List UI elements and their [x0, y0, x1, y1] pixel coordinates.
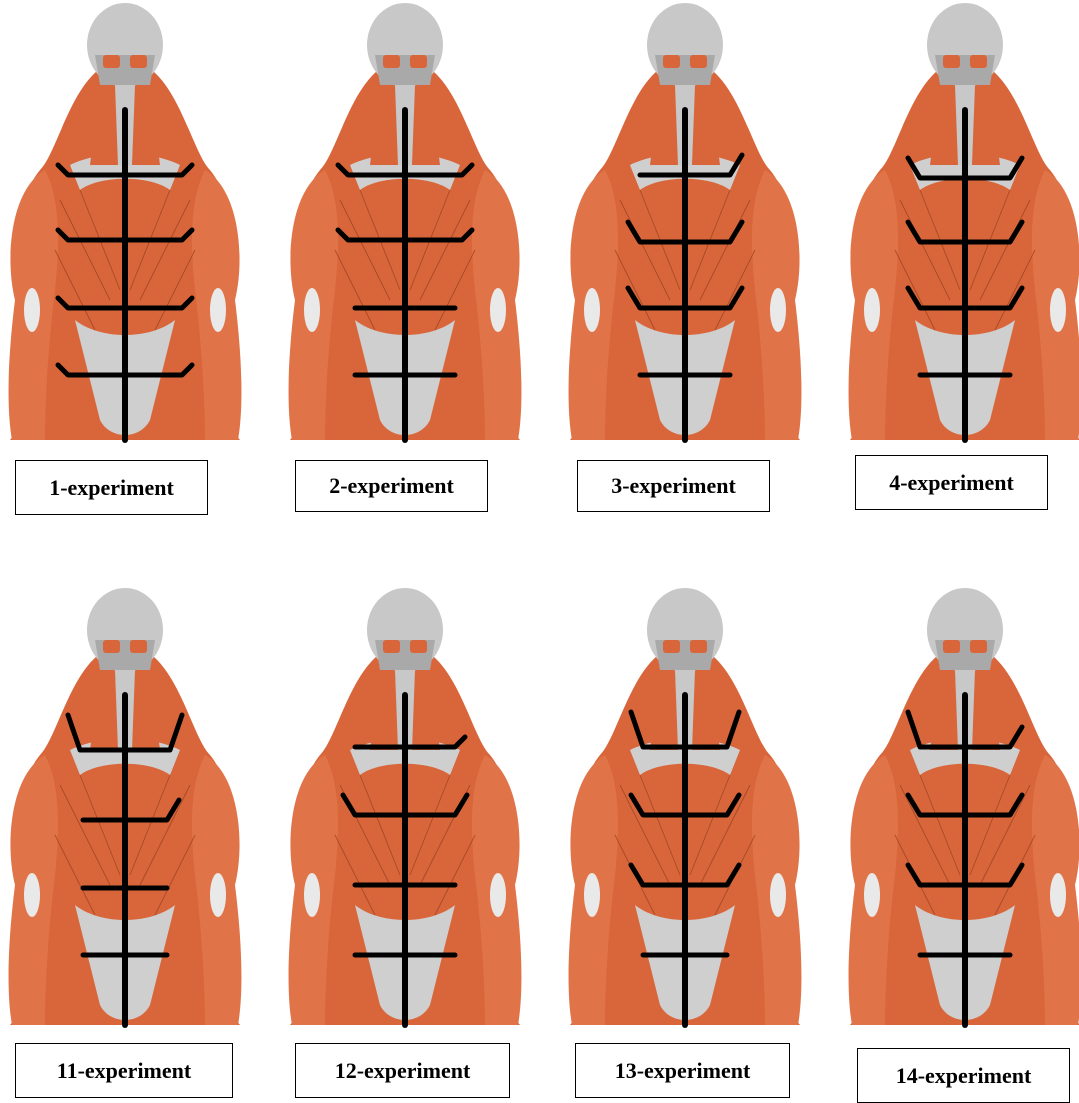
- back-muscle-figure: [569, 588, 802, 1025]
- experiment-label: 2-experiment: [295, 460, 488, 512]
- experiment-label: 4-experiment: [855, 455, 1048, 510]
- experiment-label: 11-experiment: [15, 1043, 233, 1098]
- experiment-label: 1-experiment: [15, 460, 208, 515]
- back-muscle-figure: [849, 588, 1079, 1025]
- back-muscle-figure: [289, 588, 522, 1025]
- back-muscle-figure: [289, 3, 522, 440]
- experiment-label: 14-experiment: [857, 1048, 1070, 1103]
- back-muscle-figure: [9, 588, 242, 1025]
- experiment-label: 3-experiment: [577, 460, 770, 512]
- experiment-label: 12-experiment: [295, 1043, 510, 1098]
- back-muscle-figure: [849, 3, 1079, 440]
- back-muscle-figure: [569, 3, 802, 440]
- experiment-label: 13-experiment: [575, 1043, 790, 1098]
- back-muscle-figure: [9, 3, 242, 440]
